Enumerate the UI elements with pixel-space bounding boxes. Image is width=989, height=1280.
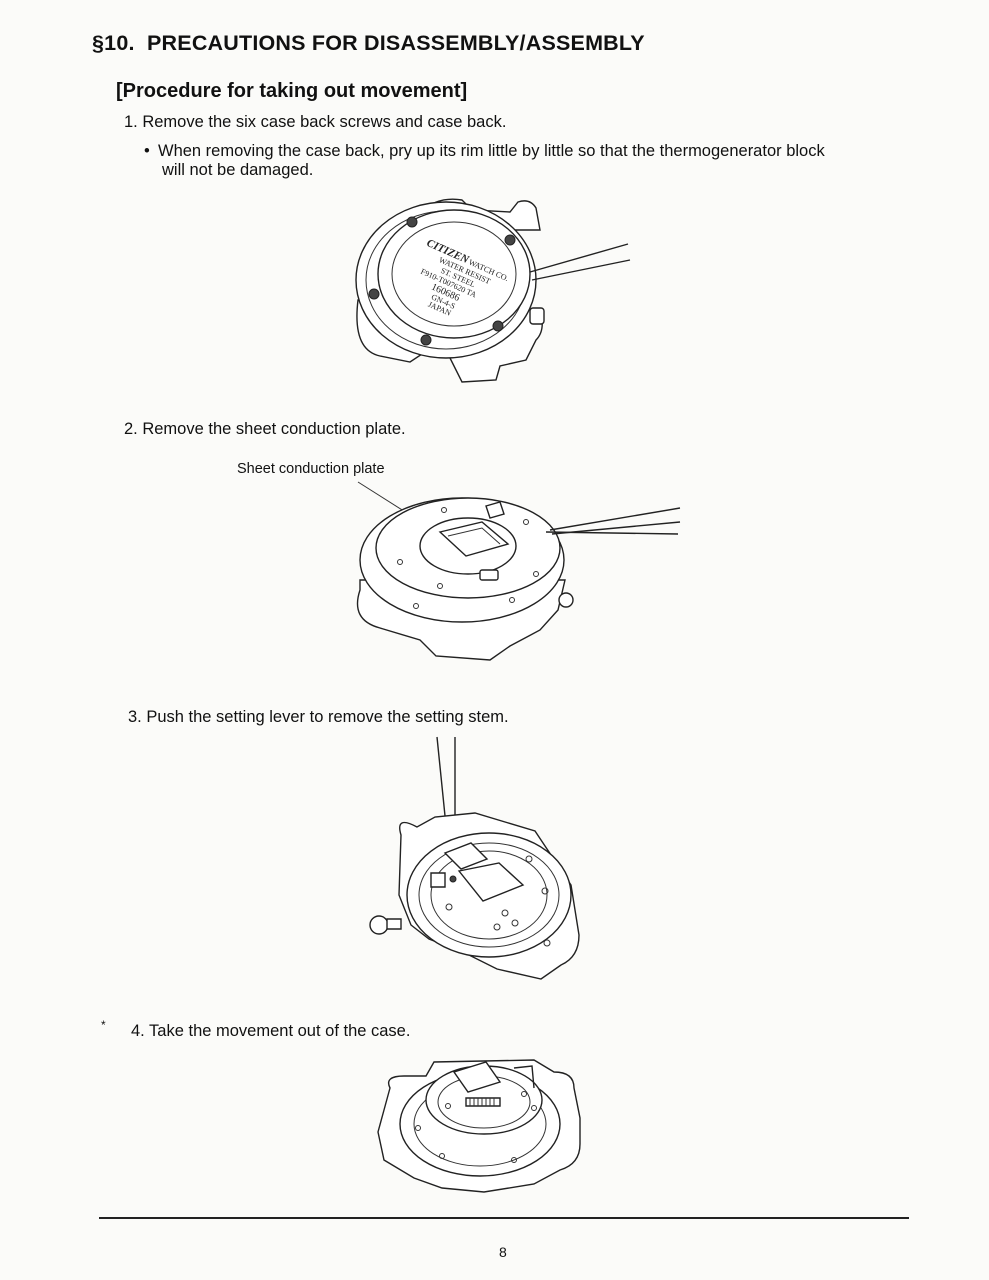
step-1-note-line-2: will not be damaged. [162,161,314,179]
bullet-icon: • [144,142,150,160]
setting-lever-figure [365,735,585,985]
section-title-text: PRECAUTIONS FOR DISASSEMBLY/ASSEMBLY [147,31,645,55]
step-1-note-line-1: When removing the case back, pry up its … [158,142,825,160]
movement-removal-figure [374,1048,584,1198]
margin-mark: * [101,1018,106,1032]
page-number: 8 [499,1244,507,1260]
section-title: §10. PRECAUTIONS FOR DISASSEMBLY/ASSEMBL… [92,31,645,56]
step-1-instruction: 1. Remove the six case back screws and c… [124,113,507,131]
sheet-conduction-plate-callout: Sheet conduction plate [237,461,385,477]
sheet-conduction-plate-figure [340,470,690,665]
step-1-note: • When removing the case back, pry up its… [144,142,904,180]
case-back-removal-figure: CITIZEN WATCH CO. WATER RESIST ST. STEEL… [350,190,640,390]
step-4-instruction: 4. Take the movement out of the case. [131,1022,411,1040]
footer-rule [99,1217,909,1219]
section-number: §10. [92,31,135,55]
procedure-heading: [Procedure for taking out movement] [116,80,468,102]
step-2-instruction: 2. Remove the sheet conduction plate. [124,420,406,438]
step-3-instruction: 3. Push the setting lever to remove the … [128,708,509,726]
